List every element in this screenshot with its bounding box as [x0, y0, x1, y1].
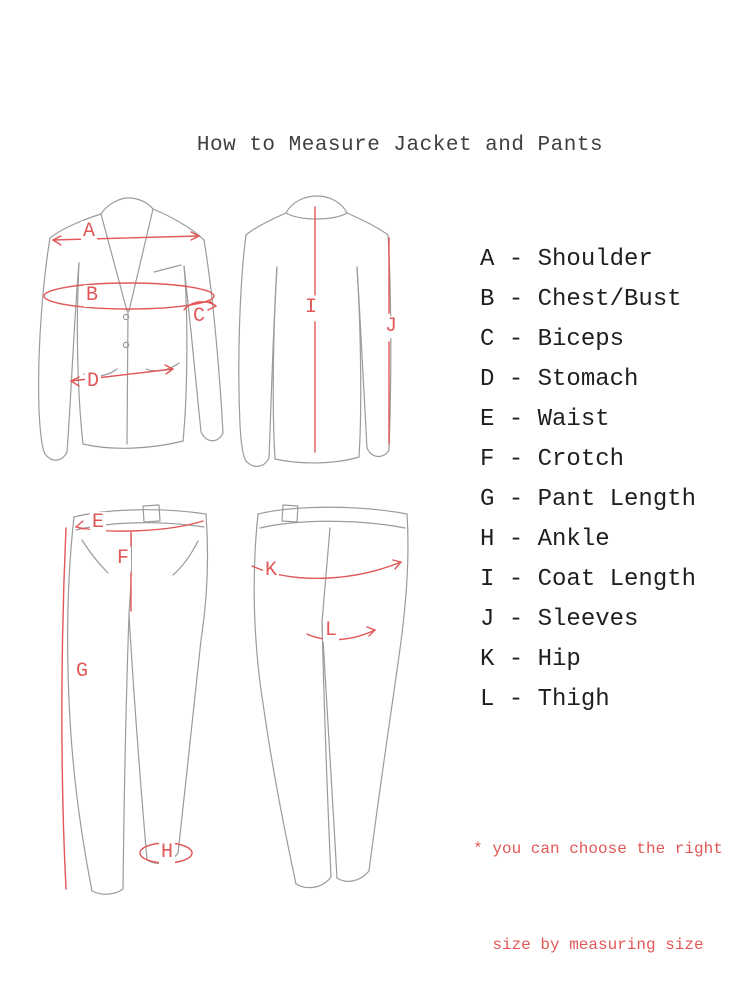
marker-letter-c: C: [190, 305, 208, 328]
pants-back-drawing: [253, 504, 409, 889]
stomach-measure-line: [70, 364, 174, 387]
legend-item-coat-length: I - Coat Length: [480, 566, 697, 593]
legend-item-biceps: C - Biceps: [480, 326, 625, 353]
marker-letter-b: B: [83, 284, 101, 307]
marker-letter-e: E: [89, 511, 107, 534]
legend-item-thigh: L - Thigh: [480, 686, 610, 713]
thigh-measure-line: [306, 626, 376, 641]
legend-item-ankle: H - Ankle: [480, 526, 610, 553]
marker-letter-f: F: [114, 547, 132, 570]
shoulder-measure-line: [52, 231, 200, 246]
page-title: How to Measure Jacket and Pants: [196, 134, 604, 157]
size-note-line-2: size by measuring size: [492, 936, 704, 954]
legend-item-pant-length: G - Pant Length: [480, 486, 697, 513]
marker-letter-i: I: [302, 296, 320, 319]
jacket-back-drawing: [238, 195, 392, 467]
legend-item-sleeves: J - Sleeves: [480, 606, 639, 633]
legend-item-chest-bust: B - Chest/Bust: [480, 286, 682, 313]
measurement-legend: A - Shoulder B - Chest/Bust C - Biceps D…: [480, 240, 696, 720]
marker-letter-h: H: [158, 841, 176, 864]
marker-letter-a: A: [80, 220, 98, 243]
waist-measure-line: [75, 520, 204, 532]
marker-letter-g: G: [73, 660, 91, 683]
jacket-front-drawing: [38, 197, 224, 461]
pants-front-drawing: [67, 504, 209, 895]
marker-letter-d: D: [84, 370, 102, 393]
pant-length-measure-line: [61, 527, 67, 890]
legend-item-shoulder: A - Shoulder: [480, 246, 653, 273]
marker-letter-j: J: [382, 315, 400, 338]
size-note: * you can choose the right size by measu…: [468, 769, 728, 1000]
legend-item-crotch: F - Crotch: [480, 446, 625, 473]
biceps-measure-line: [183, 300, 217, 311]
legend-item-hip: K - Hip: [480, 646, 581, 673]
marker-letter-k: K: [262, 559, 280, 582]
chest-measure-line: [43, 282, 215, 310]
marker-letter-l: L: [322, 619, 340, 642]
legend-item-stomach: D - Stomach: [480, 366, 639, 393]
size-note-line-1: * you can choose the right: [473, 840, 723, 858]
legend-item-waist: E - Waist: [480, 406, 610, 433]
